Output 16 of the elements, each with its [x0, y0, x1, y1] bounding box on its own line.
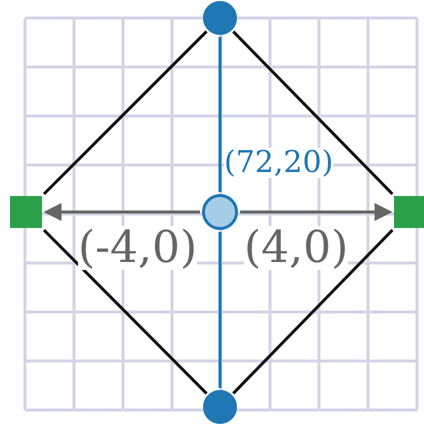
line: [42, 30, 208, 196]
coordinate-label: (72,20): [224, 148, 334, 178]
arrow: [44, 203, 200, 221]
point-square: [394, 196, 424, 228]
edge-label: (4,0): [244, 226, 348, 270]
line: [42, 228, 208, 395]
point-circle: [203, 390, 237, 424]
point-square: [10, 196, 42, 228]
line: [218, 232, 222, 388]
line: [232, 228, 394, 394]
line: [218, 37, 222, 192]
point-circle: [202, 194, 238, 230]
edge-label: (-4,0): [78, 226, 198, 270]
arrow: [240, 203, 393, 221]
point-circle: [203, 1, 237, 35]
line: [232, 30, 394, 196]
